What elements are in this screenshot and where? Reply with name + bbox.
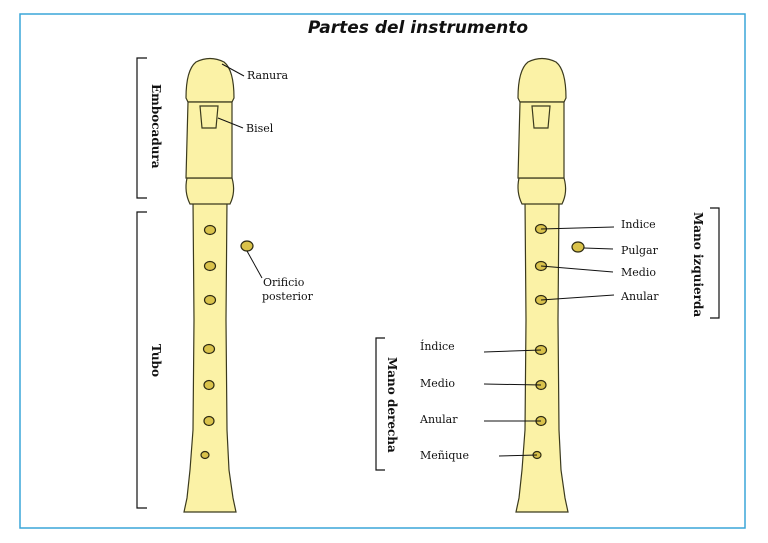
recorder-right-joint <box>517 177 567 205</box>
hole <box>203 379 215 391</box>
hole <box>203 415 215 427</box>
label-li-indice: Indice <box>621 218 656 231</box>
leader-ld-medio <box>483 383 542 386</box>
recorder-left-head <box>185 57 235 103</box>
thumb-hole <box>571 241 585 253</box>
heading-mano-izquierda: Mano izquierda <box>691 212 705 317</box>
label-ld-indice: Índice <box>420 339 455 353</box>
label-li-anular: Anular <box>620 290 659 303</box>
recorder-left-head-body <box>185 101 233 179</box>
hole <box>203 294 217 306</box>
recorder-left <box>183 57 254 513</box>
leader-li-pulgar <box>583 247 614 250</box>
recorder-right-window <box>531 105 551 129</box>
section-embocadura: Embocadura <box>149 84 163 169</box>
hole <box>203 224 217 236</box>
recorder-right-head <box>517 57 567 103</box>
label-ld-menique: Meñique <box>420 449 469 462</box>
diagram-title: Partes del instrumento <box>308 18 528 38</box>
label-li-medio: Medio <box>621 266 656 279</box>
bracket-mano-derecha <box>375 337 385 471</box>
label-orificio-line1: Orificio <box>263 276 305 289</box>
leader-li-medio <box>540 265 614 273</box>
rear-hole <box>240 240 254 252</box>
section-tubo: Tubo <box>149 344 163 377</box>
bracket-mano-izquierda <box>710 207 720 319</box>
recorder-left-tube <box>183 199 237 513</box>
hole <box>203 260 217 272</box>
leader-orificio <box>246 250 263 279</box>
label-ld-anular: Anular <box>419 413 458 426</box>
bracket-tubo <box>136 211 147 509</box>
hole <box>200 450 210 460</box>
recorder-right-tube <box>515 199 569 513</box>
leader-ranura <box>221 63 245 77</box>
frame-border <box>19 13 746 529</box>
bracket-embocadura <box>136 57 147 199</box>
leader-ld-indice <box>483 349 542 353</box>
label-bisel: Bisel <box>246 122 274 135</box>
label-li-pulgar: Pulgar <box>621 244 659 257</box>
leader-li-indice <box>540 226 615 230</box>
leader-ld-menique <box>498 454 538 457</box>
hole <box>202 343 216 355</box>
label-ld-medio: Medio <box>420 377 455 390</box>
leader-bisel <box>217 117 244 129</box>
heading-mano-derecha: Mano derecha <box>385 357 399 453</box>
label-ranura: Ranura <box>247 69 289 82</box>
leader-li-anular <box>540 294 615 301</box>
recorder-left-window <box>199 105 219 129</box>
label-orificio-line2: posterior <box>262 290 314 303</box>
recorder-left-joint <box>185 177 235 205</box>
recorder-right-head-body <box>517 101 565 179</box>
recorder-right <box>515 57 585 513</box>
